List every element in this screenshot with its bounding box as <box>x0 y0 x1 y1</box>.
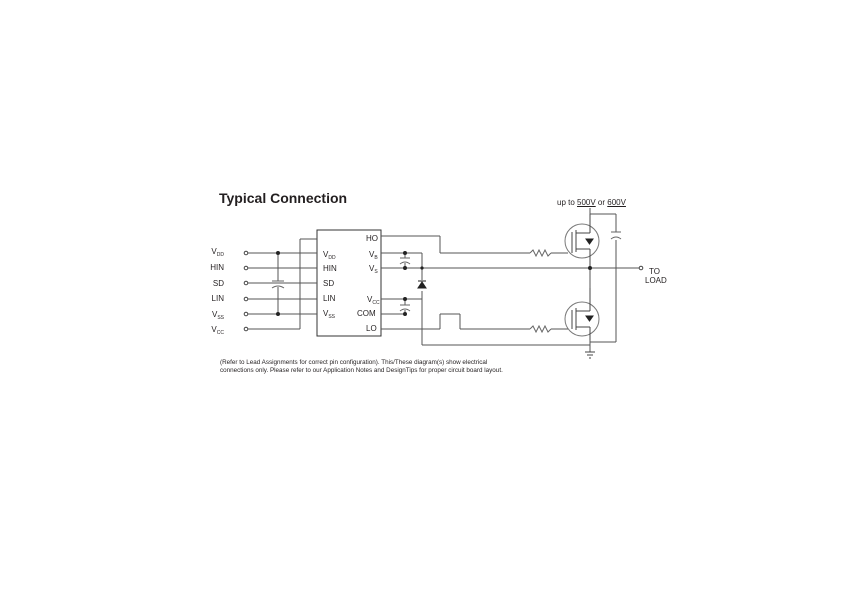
supply-voltage-label: up to 500V or 600V <box>557 198 626 207</box>
ext-pin-vdd: VDD <box>211 247 224 258</box>
ic-pin-vb: VB <box>369 250 378 261</box>
bootstrap-capacitor <box>399 257 411 265</box>
ext-pin-vcc: VCC <box>211 325 224 336</box>
ic-body <box>316 229 382 337</box>
com-return-wire <box>422 339 591 352</box>
ic-pin-hin: HIN <box>323 264 337 273</box>
ic-pin-lin: LIN <box>323 294 336 303</box>
ext-pin-vss: VSS <box>211 310 224 321</box>
low-side-mosfet <box>564 288 600 340</box>
ic-pin-vs: VS <box>369 264 378 275</box>
high-side-gate-resistor <box>529 248 552 258</box>
vcc-junction-dots <box>403 297 407 316</box>
high-side-mosfet <box>564 213 600 268</box>
supply-voltage-600: 600V <box>607 198 626 207</box>
vcc-decoupling-capacitor <box>399 304 411 312</box>
ext-pin-hin: HIN <box>210 263 224 272</box>
bootstrap-network <box>381 252 639 299</box>
supply-voltage-500: 500V <box>577 198 596 207</box>
supply-mid: or <box>595 198 608 207</box>
bus-capacitor <box>610 231 622 240</box>
left-wires <box>248 238 317 330</box>
ic-pin-vss: VSS <box>323 309 336 320</box>
diagram-title: Typical Connection <box>219 190 348 206</box>
ic-pin-vdd: VDD <box>323 250 336 261</box>
left-junction-dots <box>276 251 280 316</box>
vdd-decoupling-capacitor <box>271 280 285 289</box>
lo-gate-wire <box>381 313 568 334</box>
ic-pin-com: COM <box>357 309 376 318</box>
ic-pin-lo: LO <box>366 324 377 333</box>
half-bridge-rails <box>589 208 617 343</box>
ext-pin-sd: SD <box>212 279 224 288</box>
bootstrap-junction-dots <box>403 251 424 270</box>
supply-prefix: up to <box>557 198 578 207</box>
ext-pin-terminals <box>243 250 249 332</box>
ho-gate-wire <box>381 235 568 258</box>
ext-pin-lin: LIN <box>211 294 224 303</box>
ic-pin-sd: SD <box>323 279 335 288</box>
ic-pin-vcc: VCC <box>367 295 380 306</box>
ic-pin-ho: HO <box>366 234 378 243</box>
output-junction-dot <box>588 266 592 270</box>
footnote: (Refer to Lead Assignments for correct p… <box>220 359 503 374</box>
bootstrap-diode <box>417 280 427 289</box>
load-terminal <box>638 265 644 271</box>
low-side-gate-resistor <box>529 324 552 334</box>
ground-symbol <box>585 351 595 359</box>
vcc-com-network <box>381 298 423 345</box>
